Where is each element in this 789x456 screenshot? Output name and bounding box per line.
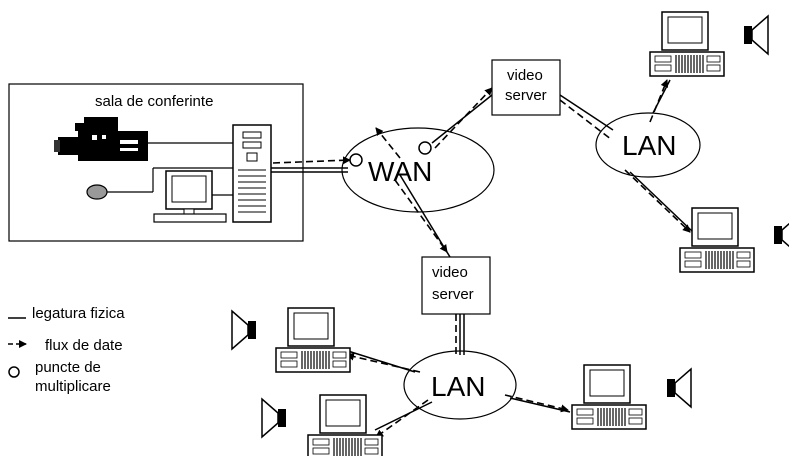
video-server-top: video server: [491, 59, 561, 116]
flow-wan-to-mid-server: [394, 179, 448, 253]
video-server-middle-line1: video: [432, 264, 468, 281]
flow-wan-to-top-server: [434, 87, 493, 149]
legend-multiplication-point-icon: [8, 366, 20, 378]
tower-server-icon: [232, 124, 272, 223]
video-server-middle-line2: server: [432, 286, 474, 303]
data-flows: [272, 79, 691, 438]
legend-multiplication-label-2: multiplicare: [35, 378, 111, 395]
client-pc-bottom-icon: [307, 394, 383, 456]
flow-server-to-wan: [272, 156, 351, 165]
flow-wan-out: [375, 127, 401, 159]
flow-lan-to-right-bottom-pc: [504, 394, 569, 413]
video-camera-icon: [54, 117, 148, 161]
microphone-icon: [86, 167, 233, 200]
client-pc-bottom-left-icon: [275, 307, 351, 373]
legend-physical-link-label: legatura fizica: [32, 305, 125, 322]
multiplication-point-2: [418, 141, 432, 155]
speaker-bottom-left-icon: [231, 310, 257, 350]
flow-top-server-to-lan: [559, 99, 613, 141]
client-pc-right-icon: [679, 207, 755, 273]
wan-label: WAN: [368, 156, 432, 187]
client-pc-top-right-icon: [649, 11, 725, 77]
legend-data-flow-label: flux de date: [45, 337, 123, 354]
flow-lan-to-top-pc: [649, 79, 669, 123]
lan-bottom-label: LAN: [431, 371, 485, 402]
legend-multiplication-label-1: puncte de: [35, 359, 101, 376]
lan-top-label: LAN: [622, 130, 676, 161]
flow-lan-to-left-pc: [346, 352, 421, 373]
speaker-bottom-icon: [261, 398, 287, 438]
speaker-top-right-icon: [743, 15, 769, 55]
multiplication-point-1: [349, 153, 363, 167]
video-server-top-line1: video: [507, 67, 543, 84]
legend: legatura fizica flux de date puncte de m…: [8, 305, 125, 395]
lan-top-cloud: [595, 112, 701, 178]
client-pc-bottom-right-icon: [571, 364, 647, 430]
conference-room-label: sala de conferinte: [95, 93, 213, 110]
speaker-bottom-right-icon: [666, 368, 692, 408]
flow-lan-to-right-pc: [624, 169, 691, 233]
speaker-right-icon: [773, 215, 789, 255]
video-server-top-line2: server: [505, 87, 547, 104]
video-server-middle: video server: [421, 256, 491, 315]
